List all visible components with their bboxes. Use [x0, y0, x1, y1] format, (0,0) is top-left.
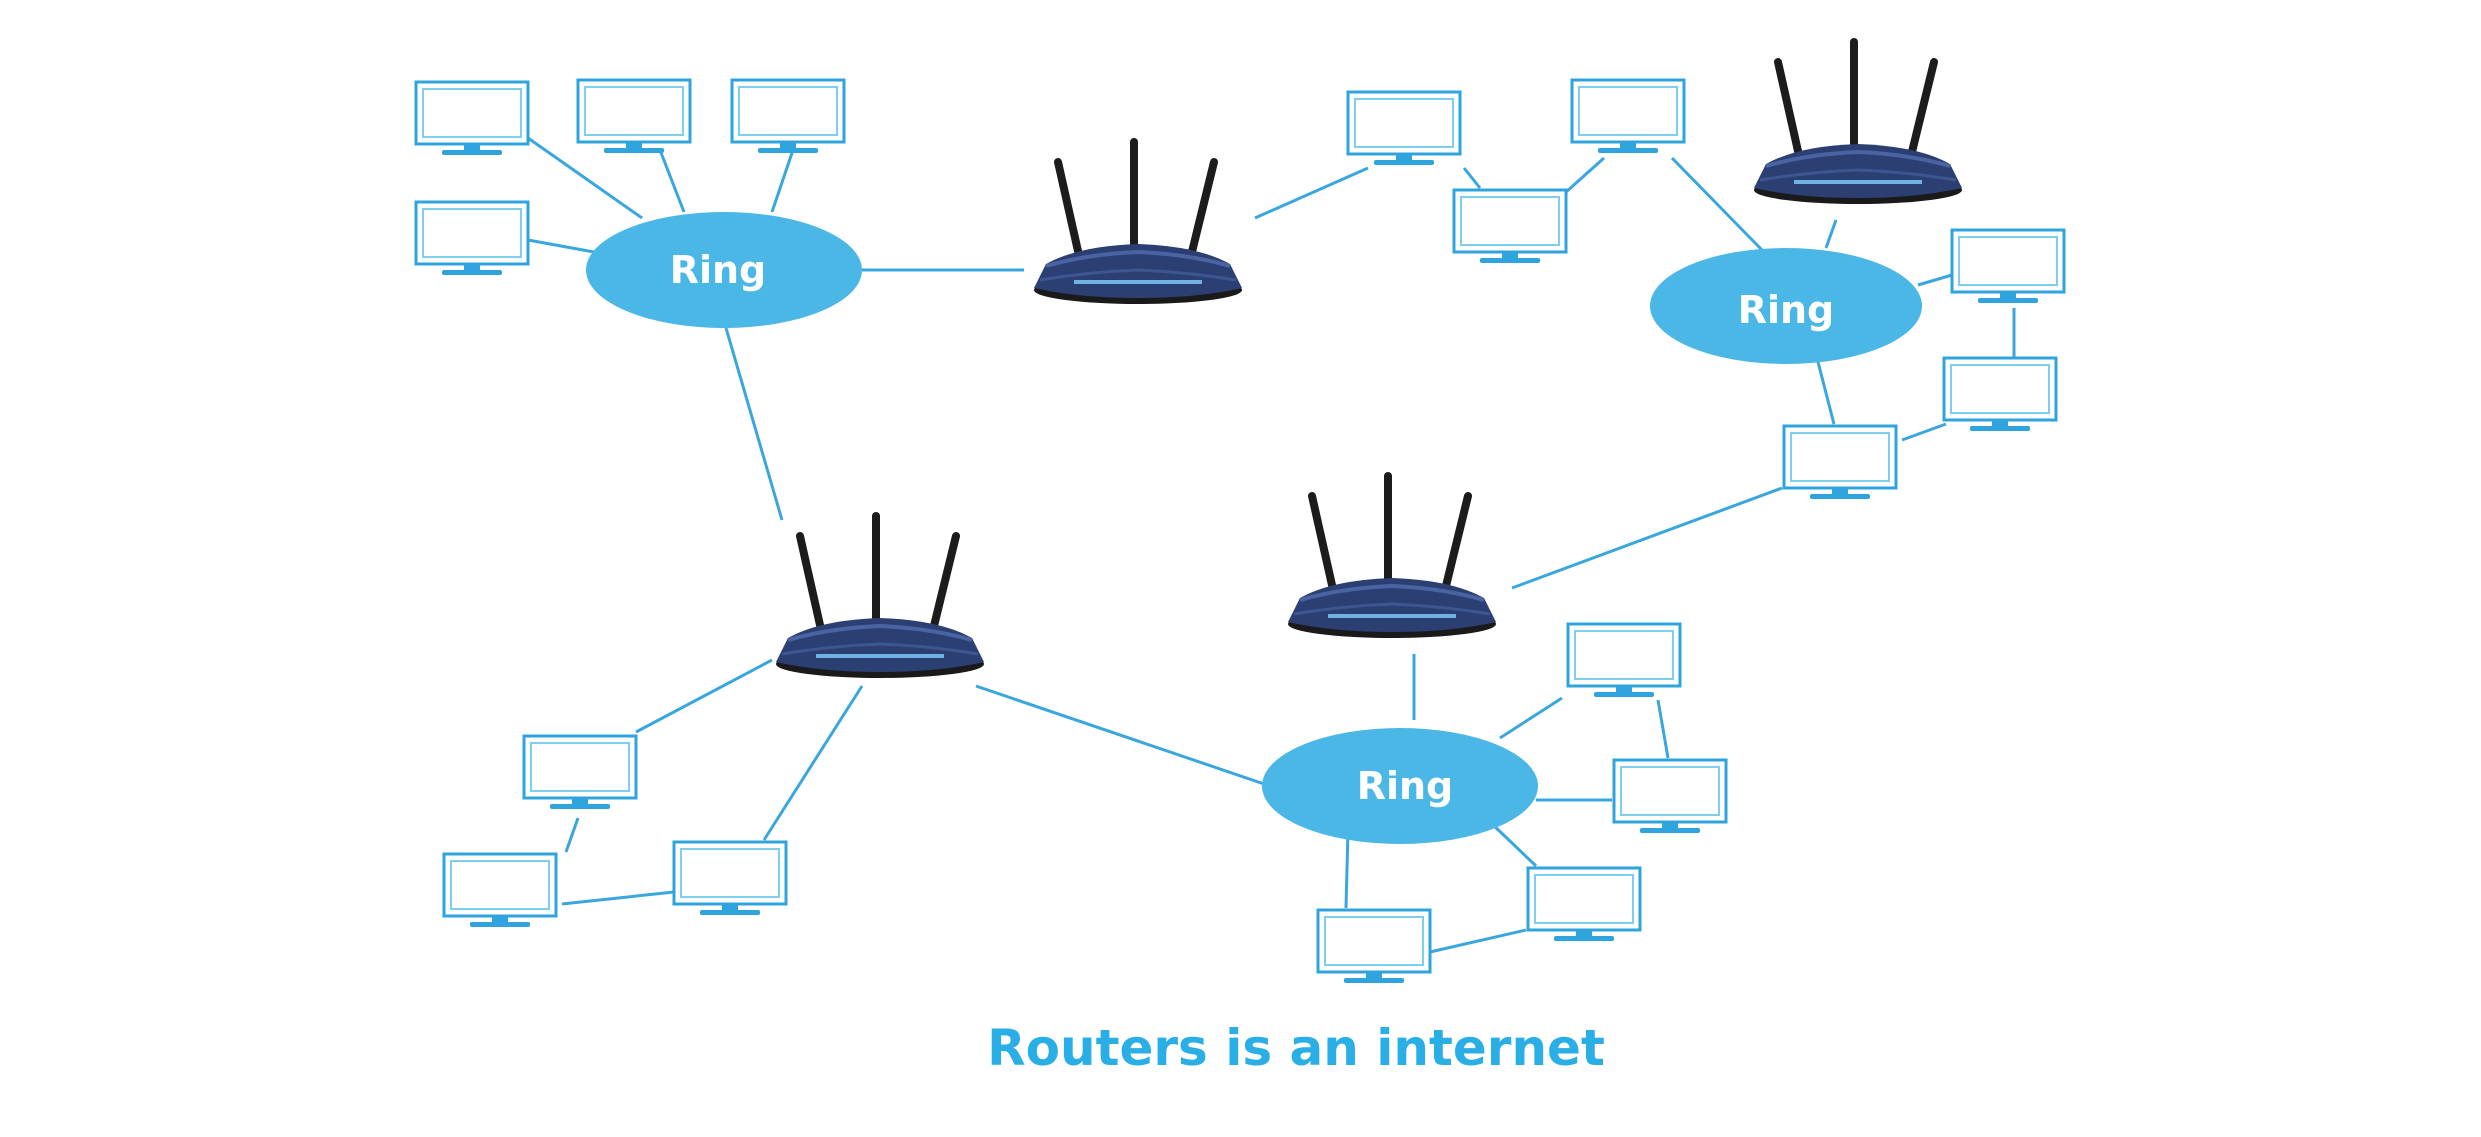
- link: [1511, 486, 1783, 590]
- ring-ellipse: [586, 212, 862, 328]
- link: [658, 149, 686, 213]
- link: [1670, 156, 1764, 252]
- link: [1499, 696, 1563, 740]
- router-icon: [1288, 476, 1496, 638]
- links: [527, 136, 2016, 954]
- ring-label: Ring: [1357, 764, 1454, 808]
- monitor-icon: [1316, 908, 1432, 985]
- link: [1824, 219, 1838, 249]
- monitor-icon: [1346, 90, 1462, 167]
- monitor-icon: [1782, 424, 1898, 501]
- link: [1488, 820, 1538, 868]
- link: [1816, 361, 1836, 425]
- monitor-icon: [414, 200, 530, 277]
- ring-top-left: Ring: [586, 212, 862, 328]
- link: [1462, 167, 1482, 189]
- ring-ellipse: [1262, 728, 1538, 844]
- monitor-icon: [442, 852, 558, 929]
- link: [527, 238, 595, 254]
- link: [1901, 422, 1947, 442]
- monitor-icon: [1570, 78, 1686, 155]
- link: [1254, 166, 1369, 220]
- link: [561, 890, 675, 906]
- monitor-icon: [414, 80, 530, 157]
- ring-label: Ring: [670, 248, 767, 292]
- link: [527, 136, 643, 220]
- link: [724, 327, 784, 521]
- link: [635, 658, 773, 734]
- monitor-icon: [1612, 758, 1728, 835]
- link: [1917, 273, 1953, 287]
- link: [1656, 699, 1670, 759]
- monitor-icon: [672, 840, 788, 917]
- link: [564, 817, 580, 853]
- ring-right: Ring: [1650, 248, 1922, 364]
- monitor-icon: [1942, 356, 2058, 433]
- monitor-icon: [1452, 188, 1568, 265]
- ring-bottom: Ring: [1262, 728, 1538, 844]
- monitor-icon: [730, 78, 846, 155]
- link: [1429, 928, 1527, 954]
- monitor-icon: [1950, 228, 2066, 305]
- link: [762, 685, 864, 841]
- monitor-icon: [1566, 622, 1682, 699]
- router-icon: [776, 516, 984, 678]
- ring-label: Ring: [1738, 288, 1835, 332]
- diagram-caption: Routers is an internet: [987, 1019, 1605, 1077]
- monitor-icon: [522, 734, 638, 811]
- link: [770, 149, 795, 213]
- link: [975, 684, 1271, 788]
- monitor-icon: [576, 78, 692, 155]
- link: [1564, 156, 1606, 194]
- ring-ellipse: [1650, 248, 1922, 364]
- monitor-icon: [1526, 866, 1642, 943]
- link: [1344, 829, 1350, 909]
- router-icon: [1034, 142, 1242, 304]
- router-icon: [1754, 42, 1962, 204]
